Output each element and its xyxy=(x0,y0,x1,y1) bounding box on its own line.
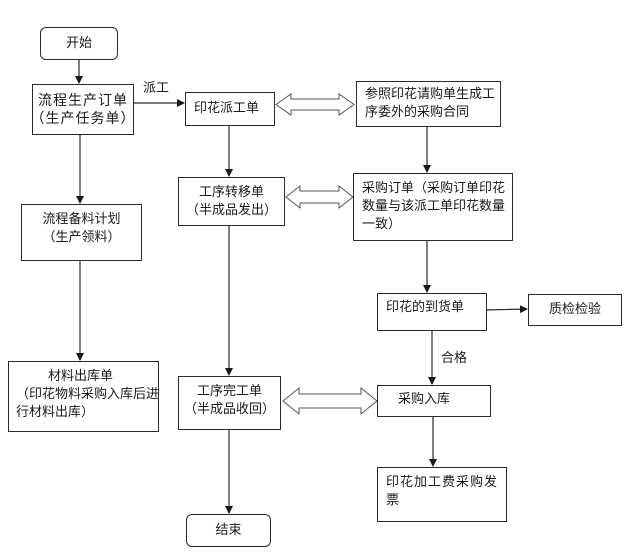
node-text: 一致） xyxy=(362,217,402,232)
node-text: 流程备料计划 xyxy=(42,212,121,227)
node-text: 质检检验 xyxy=(548,302,601,317)
edge-label-qualified: 合格 xyxy=(441,351,468,366)
printing-dispatch-node: 印花派工单 xyxy=(185,92,275,126)
node-text: 流程生产订单 xyxy=(38,92,128,109)
start-node: 开始 xyxy=(40,27,118,60)
node-text: 序委外的采购合同 xyxy=(365,105,470,120)
node-text: 数量与该派工单印花数量 xyxy=(362,199,506,214)
material-issue-node: 材料出库单 （印花物料采购入库后进 行材料出库） xyxy=(8,361,159,432)
arrow-arrival-to-quality-check xyxy=(485,305,528,314)
node-text: 结束 xyxy=(215,522,242,538)
node-text: 材料出库单 xyxy=(48,369,114,384)
node-text: 采购入库 xyxy=(398,392,451,407)
purchase-invoice-node: 印花加工费采购发 票 xyxy=(377,467,507,522)
node-text: （生产领料） xyxy=(42,230,121,245)
production-order-node: 流程生产订单 （生产任务单） xyxy=(30,84,136,135)
double-arrow-transfer-purchase-order xyxy=(285,184,354,210)
double-arrow-completion-inbound xyxy=(282,386,378,416)
node-text: （半成品发出） xyxy=(185,202,277,218)
node-text: （生产任务单） xyxy=(30,110,136,127)
double-arrow-dispatch-contract xyxy=(275,93,355,116)
node-text: 采购订单（采购订单印花 xyxy=(362,181,506,196)
transfer-order-node: 工序转移单 （半成品发出） xyxy=(178,177,285,226)
node-text: 票 xyxy=(386,493,400,508)
node-text: 工序转移单 xyxy=(198,184,264,200)
arrival-note-node: 印花的到货单 xyxy=(377,293,487,331)
node-text: （印花物料采购入库后进 xyxy=(16,387,160,402)
material-plan-node: 流程备料计划 （生产领料） xyxy=(21,204,142,261)
quality-check-node: 质检检验 xyxy=(528,294,622,326)
completion-order-node: 工序完工单 （半成品收回） xyxy=(178,376,281,430)
node-text: 工序完工单 xyxy=(196,384,262,399)
node-text: 开始 xyxy=(65,35,92,51)
node-text: （半成品收回） xyxy=(183,402,275,417)
purchase-order-node: 采购订单（采购订单印花 数量与该派工单印花数量 一致） xyxy=(353,173,513,241)
node-text: 印花派工单 xyxy=(194,101,260,116)
end-node: 结束 xyxy=(186,514,271,547)
purchase-inbound-node: 采购入库 xyxy=(377,385,491,417)
node-text: 行材料出库） xyxy=(16,405,95,420)
node-text: 参照印花请购单生成工 xyxy=(365,87,496,102)
purchase-contract-node: 参照印花请购单生成工 序委外的采购合同 xyxy=(356,81,501,127)
node-text: 印花加工费采购发 xyxy=(386,475,499,490)
edge-label-dispatch: 派工 xyxy=(143,81,170,96)
node-text: 印花的到货单 xyxy=(386,300,465,315)
